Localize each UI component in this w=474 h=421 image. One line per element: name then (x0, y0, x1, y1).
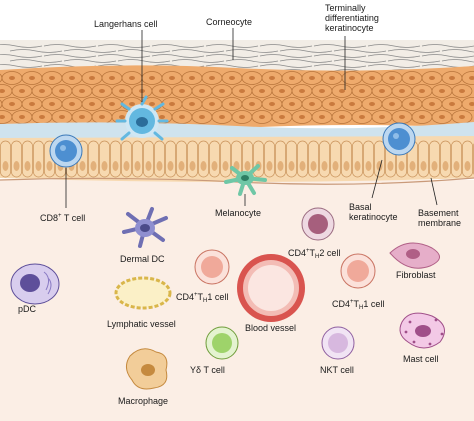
label-melanocyte: Melanocyte (215, 208, 262, 218)
gamma-delta-t-cell (205, 326, 239, 360)
basement-membrane-line (0, 177, 474, 185)
epidermal-t-cell (382, 122, 416, 156)
label-basement-membrane: Basement membrane (418, 208, 462, 228)
th1a-sup: + (194, 292, 198, 298)
cd8-text: CD8 (40, 213, 59, 223)
basal-keratinocytes (0, 140, 474, 178)
label-langerhans-cell: Langerhans cell (94, 19, 158, 29)
cd8-t-cell (49, 134, 83, 168)
th2-t: T (309, 248, 316, 258)
label-cd4-th1-cell-left: CD4+TH1 cell (176, 290, 228, 306)
leader-lines (65, 28, 438, 208)
macrophage (126, 348, 168, 390)
cd4-th1-cell-left (194, 249, 230, 285)
th2-sup: + (306, 248, 310, 254)
th1a-sub: H (203, 298, 208, 304)
th1b-base: CD4 (332, 299, 351, 309)
label-fibroblast: Fibroblast (396, 270, 436, 280)
th1a-t: T (197, 292, 204, 302)
spinous-keratinocytes (0, 71, 474, 124)
th2-sub: H (315, 254, 320, 260)
cd8-rest: T cell (61, 213, 86, 223)
lymphatic-vessel (114, 276, 172, 310)
th2-tail: 2 cell (319, 248, 341, 258)
label-dermal-dc: Dermal DC (120, 254, 165, 264)
label-nkt-cell: NKT cell (320, 365, 354, 375)
cd4-th2-cell (301, 207, 335, 241)
th1b-tail: 1 cell (363, 299, 385, 309)
th1b-t: T (353, 299, 360, 309)
langerhans-cell (115, 95, 169, 141)
cd8-sup: + (58, 213, 62, 219)
label-cd8-t-cell: CD8+ T cell (40, 211, 85, 223)
plasmacytoid-dendritic-cell (10, 263, 60, 305)
label-cd4-th2-cell: CD4+TH2 cell (288, 246, 340, 262)
th1a-tail: 1 cell (207, 292, 229, 302)
mast-cell (399, 312, 445, 349)
th2-base: CD4 (288, 248, 307, 258)
th1b-sub: H (359, 305, 364, 311)
label-pdc: pDC (18, 304, 37, 314)
dermis-layer (0, 180, 474, 421)
cd4-th1-cell-right (340, 253, 376, 289)
label-blood-vessel: Blood vessel (245, 323, 297, 333)
dermal-dendritic-cell (122, 207, 168, 248)
label-macrophage: Macrophage (118, 396, 169, 406)
fibroblast (389, 242, 440, 269)
th1b-sup: + (350, 299, 354, 305)
label-basal-keratinocyte: Basal keratinocyte (349, 202, 398, 222)
label-mast-cell: Mast cell (403, 354, 439, 364)
blood-vessel (237, 254, 305, 322)
th1a-base: CD4 (176, 292, 195, 302)
label-corneocyte: Corneocyte (206, 17, 253, 27)
melanocyte (224, 164, 267, 196)
label-terminally-differentiating-keratinocyte: Terminally differentiating keratinocyte (325, 3, 379, 33)
label-gamma-delta-t-cell: Yδ T cell (190, 365, 225, 375)
label-lymphatic-vessel: Lymphatic vessel (107, 319, 176, 329)
label-cd4-th1-cell-right: CD4+TH1 cell (332, 297, 384, 313)
nkt-cell (321, 326, 355, 360)
